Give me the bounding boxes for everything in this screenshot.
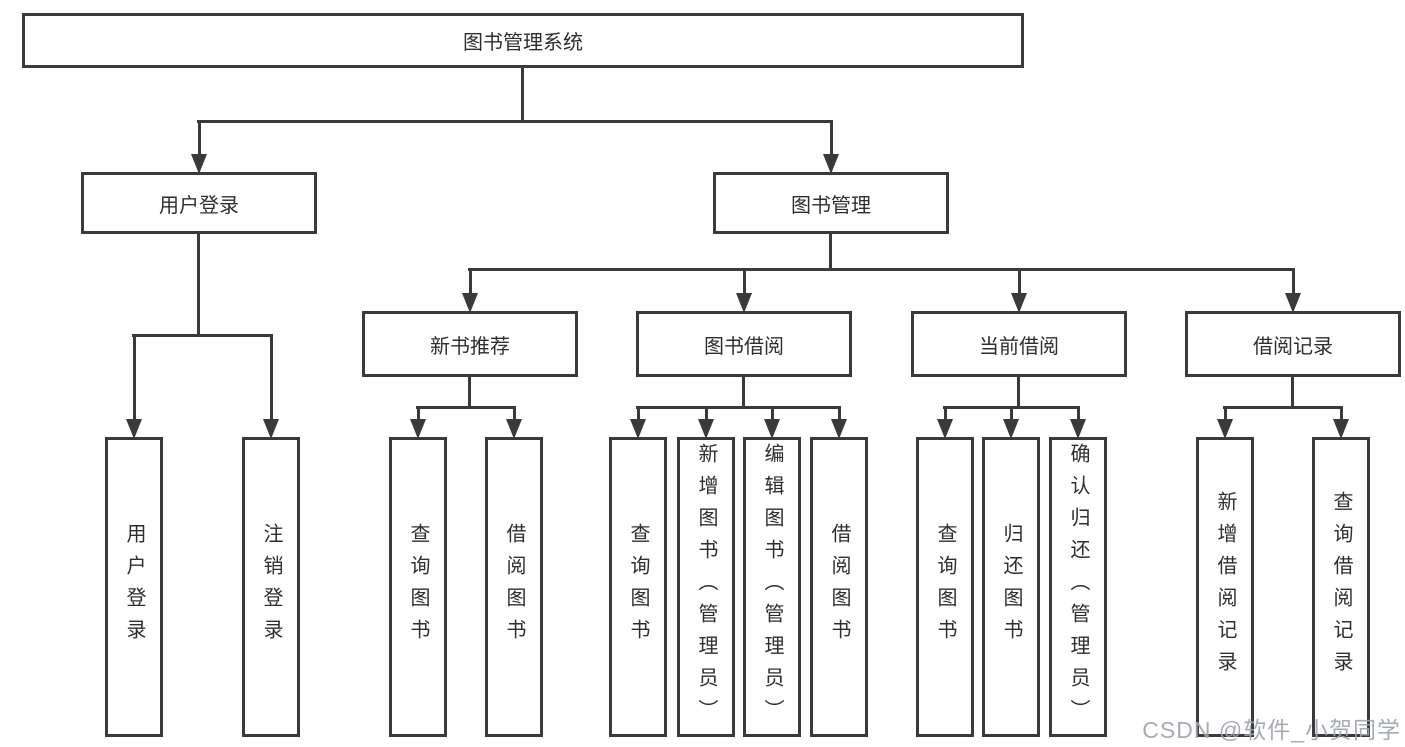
connector-bb-branch — [636, 406, 841, 409]
arrow-shaft — [468, 268, 472, 295]
connector-br-branch — [1223, 406, 1343, 409]
arrow-head-icon — [630, 419, 646, 439]
node-book-borrow: 图书借阅 — [636, 311, 852, 377]
arrow-head-icon — [263, 419, 279, 439]
arrow-head-icon — [1333, 419, 1349, 439]
connector-user-login-stem — [197, 234, 200, 336]
arrow-shaft — [1223, 406, 1227, 421]
arrow-shaft — [1339, 406, 1343, 421]
arrow-head-icon — [698, 419, 714, 439]
arrow-shaft — [1017, 268, 1021, 295]
leaf-cb-return-books: 归还图书 — [982, 437, 1040, 737]
leaf-logout-login: 注销登录 — [242, 437, 300, 737]
arrow-to-leaf-logout — [263, 334, 279, 439]
arrow-head-icon — [823, 154, 839, 174]
arrow-to-bb-query — [630, 406, 646, 439]
arrow-shaft — [1009, 406, 1013, 421]
arrow-to-new-book-recommend — [462, 268, 478, 313]
arrow-to-borrow-records — [1285, 268, 1301, 313]
connector-cb-stem — [1017, 375, 1020, 408]
arrow-shaft — [837, 406, 841, 421]
arrow-to-book-management — [823, 120, 839, 174]
arrow-to-bb-borrow — [831, 406, 847, 439]
node-current-borrow: 当前借阅 — [911, 311, 1127, 377]
arrow-head-icon — [126, 419, 142, 439]
arrow-to-nbr-query — [410, 406, 426, 439]
watermark: CSDN @软件_小贺同学 — [1142, 717, 1401, 743]
arrow-head-icon — [937, 419, 953, 439]
leaf-bb-query-books: 查询图书 — [609, 437, 667, 737]
arrow-head-icon — [1070, 419, 1086, 439]
arrow-shaft — [269, 334, 273, 421]
arrow-to-current-borrow — [1011, 268, 1027, 313]
arrow-to-leaf-user-login — [126, 334, 142, 439]
connector-user-login-branch — [132, 334, 273, 337]
connector-br-stem — [1291, 375, 1294, 408]
node-user-login: 用户登录 — [81, 172, 317, 234]
arrow-to-cb-query — [937, 406, 953, 439]
node-borrow-records: 借阅记录 — [1185, 311, 1401, 377]
arrow-to-br-add — [1217, 406, 1233, 439]
leaf-bb-borrow-books: 借阅图书 — [810, 437, 868, 737]
arrow-shaft — [197, 120, 201, 156]
connector-nbr-stem — [468, 375, 471, 408]
leaf-bb-edit-books-admin: 编辑图书（管理员） — [743, 437, 801, 737]
arrow-shaft — [132, 334, 136, 421]
arrow-head-icon — [462, 293, 478, 313]
connector-root-branch — [197, 120, 833, 123]
arrow-shaft — [1291, 268, 1295, 295]
arrow-shaft — [829, 120, 833, 156]
arrow-to-bb-edit — [764, 406, 780, 439]
arrow-to-cb-return — [1003, 406, 1019, 439]
arrow-shaft — [943, 406, 947, 421]
arrow-to-br-query — [1333, 406, 1349, 439]
arrow-head-icon — [191, 154, 207, 174]
arrow-head-icon — [831, 419, 847, 439]
leaf-cb-confirm-return-admin: 确认归还（管理员） — [1049, 437, 1107, 737]
leaf-cb-query-books: 查询图书 — [916, 437, 974, 737]
arrow-shaft — [704, 406, 708, 421]
connector-root-stem — [521, 67, 524, 122]
arrow-head-icon — [1003, 419, 1019, 439]
arrow-head-icon — [410, 419, 426, 439]
arrow-head-icon — [1285, 293, 1301, 313]
arrow-head-icon — [736, 293, 752, 313]
node-new-book-recommend: 新书推荐 — [362, 311, 578, 377]
connector-bb-stem — [742, 375, 745, 408]
leaf-user-login: 用户登录 — [105, 437, 163, 737]
leaf-nbr-borrow-books: 借阅图书 — [485, 437, 543, 737]
arrow-to-bb-add — [698, 406, 714, 439]
node-library-system: 图书管理系统 — [22, 13, 1024, 68]
arrow-head-icon — [1217, 419, 1233, 439]
arrow-shaft — [742, 268, 746, 295]
arrow-shaft — [416, 406, 420, 421]
arrow-shaft — [636, 406, 640, 421]
arrow-to-book-borrow — [736, 268, 752, 313]
leaf-br-add-record: 新增借阅记录 — [1196, 437, 1254, 737]
leaf-bb-add-books-admin: 新增图书（管理员） — [677, 437, 735, 737]
arrow-to-cb-confirm — [1070, 406, 1086, 439]
leaf-nbr-query-books: 查询图书 — [389, 437, 447, 737]
connector-book-mgmt-stem — [829, 234, 832, 270]
arrow-to-user-login — [191, 120, 207, 174]
arrow-head-icon — [1011, 293, 1027, 313]
arrow-to-nbr-borrow — [506, 406, 522, 439]
arrow-shaft — [512, 406, 516, 421]
leaf-br-query-record: 查询借阅记录 — [1312, 437, 1370, 737]
connector-nbr-branch — [416, 406, 516, 409]
arrow-shaft — [1076, 406, 1080, 421]
node-book-management: 图书管理 — [713, 172, 949, 234]
arrow-head-icon — [764, 419, 780, 439]
connector-book-mgmt-branch — [468, 268, 1295, 271]
arrow-shaft — [770, 406, 774, 421]
arrow-head-icon — [506, 419, 522, 439]
